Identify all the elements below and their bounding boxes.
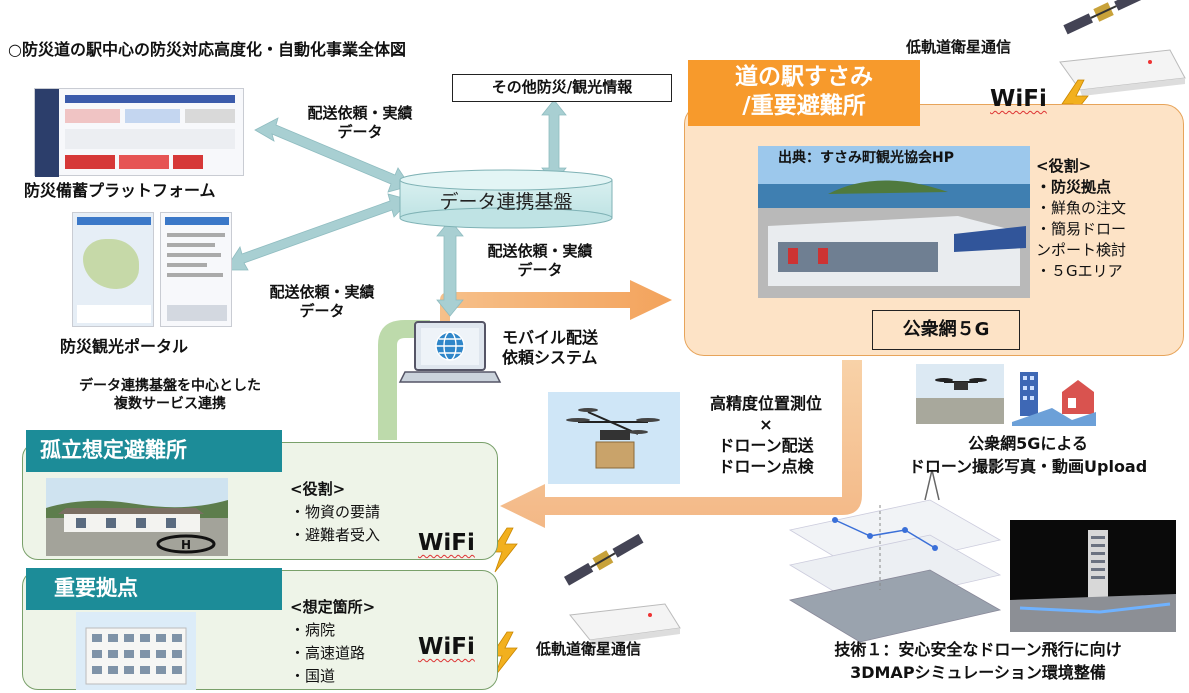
shelter-role-item: ・物資の要請 xyxy=(290,503,381,521)
photo-credit: 出典：すさみ町観光協会HP xyxy=(778,150,954,166)
platform-flow-label: 配送依頼・実績 データ xyxy=(290,104,430,142)
satellite-icon-bottom xyxy=(564,533,644,586)
portal-screenshot-map xyxy=(72,212,154,327)
mobile-flow-line2: データ xyxy=(517,260,563,279)
platform-flow-line1: 配送依頼・実績 xyxy=(307,104,413,122)
drone-center-line4: ドローン点検 xyxy=(718,457,814,476)
key-base-items: <想定箇所> ・病院 ・高速道路 ・国道 xyxy=(290,596,375,688)
green-flow-arrow xyxy=(378,320,430,440)
other-info-box: その他防災/観光情報 xyxy=(452,74,672,102)
service-note-line2: 複数サービス連携 xyxy=(114,395,226,412)
satellite-top-label: 低軌道衛星通信 xyxy=(906,38,1012,56)
key-base-tag: 重要拠点 xyxy=(26,568,282,610)
upload-line2: ドローン撮影写真・動画Upload xyxy=(908,457,1148,476)
hospital-photo xyxy=(76,612,196,690)
michi-no-eki-tag: 道の駅すさみ /重要避難所 xyxy=(688,60,920,126)
key-base-header: <想定箇所> xyxy=(290,598,376,616)
mobile-flow-label: 配送依頼・実績 データ xyxy=(470,242,610,280)
upload-text: 公衆網5Gによる ドローン撮影写真・動画Upload xyxy=(870,432,1186,478)
upload-line1: 公衆網5Gによる xyxy=(968,434,1088,453)
satellite-icon-top xyxy=(1063,0,1146,35)
station-roles: <役割> ・防災拠点 ・鮮魚の注文 ・簡易ドロー ンポート検討 ・５Gエリア xyxy=(1036,156,1182,282)
page-title: ○防災道の駅中心の防災対応高度化・自動化事業全体図 xyxy=(8,40,406,59)
router-icon-top xyxy=(1059,49,1186,96)
orange-flow-arrow-to-shelter xyxy=(500,360,862,528)
portal-label: 防災観光ポータル xyxy=(60,337,189,356)
drone-delivery-photo xyxy=(548,392,680,484)
tech-line1: 技術１：安心安全なドローン飛行に向け xyxy=(834,640,1122,659)
satellite-bottom-label: 低軌道衛星通信 xyxy=(536,640,642,658)
router-icon-bottom xyxy=(569,603,681,646)
drone-center-line3: ドローン配送 xyxy=(718,436,814,455)
mobile-system-line2: 依頼システム xyxy=(502,348,598,367)
laptop-icon xyxy=(398,321,502,383)
service-note: データ連携基盤を中心とした 複数サービス連携 xyxy=(40,378,300,413)
drone-photo-upload xyxy=(916,364,1004,424)
mobile-system-label: モバイル配送 依頼システム xyxy=(502,328,598,368)
michi-no-eki-tag-line1: 道の駅すさみ xyxy=(735,64,873,90)
station-role-item: ・鮮魚の注文 xyxy=(1036,199,1127,217)
service-note-line1: データ連携基盤を中心とした xyxy=(79,378,261,394)
station-role-item: ・防災拠点 xyxy=(1036,178,1112,196)
drone-center-line2: × xyxy=(759,415,773,434)
platform-screenshot xyxy=(34,88,244,177)
key-base-item: ・国道 xyxy=(290,667,336,685)
portal-flow-line2: データ xyxy=(299,301,345,320)
simulation-photo xyxy=(1010,520,1176,632)
wifi-label-shelter: WiFi xyxy=(418,530,475,556)
shelter-photo: H xyxy=(46,478,228,556)
station-role-item: ・簡易ドロー xyxy=(1036,220,1127,238)
tech-text: 技術１：安心安全なドローン飛行に向け 3DMAPシミュレーション環境整備 xyxy=(772,638,1184,684)
michi-no-eki-tag-line2: /重要避難所 xyxy=(742,92,866,119)
public-5g-box: 公衆網５G xyxy=(872,310,1020,350)
mobile-system-line1: モバイル配送 xyxy=(502,328,599,347)
svg-text:H: H xyxy=(181,538,191,552)
station-role-item: ・５Gエリア xyxy=(1036,262,1123,280)
station-photo xyxy=(758,146,1030,298)
cyan-arrows xyxy=(224,99,567,317)
platform-flow-line2: データ xyxy=(337,122,383,141)
tech-line2: 3DMAPシミュレーション環境整備 xyxy=(850,663,1106,682)
orange-flow-arrow-to-station xyxy=(440,280,672,330)
key-base-item: ・病院 xyxy=(290,621,336,639)
portal-flow-line1: 配送依頼・実績 xyxy=(269,283,375,301)
drone-center-text: 高精度位置測位 × ドローン配送 ドローン点検 xyxy=(678,393,854,477)
data-hub-label: データ連携基盤 xyxy=(439,191,573,213)
isolated-shelter-tag: 孤立想定避難所 xyxy=(26,430,282,472)
portal-flow-label: 配送依頼・実績 データ xyxy=(252,283,392,321)
wifi-label-top: WiFi xyxy=(990,86,1047,112)
station-role-header: <役割> xyxy=(1036,157,1092,175)
platform-label: 防災備蓄プラットフォーム xyxy=(24,181,216,200)
shelter-roles: <役割> ・物資の要請 ・避難者受入 xyxy=(290,478,380,547)
portal-screenshot-list xyxy=(160,212,232,327)
building-upload-icon xyxy=(1012,364,1096,426)
shelter-role-item: ・避難者受入 xyxy=(290,526,381,544)
wifi-label-base: WiFi xyxy=(418,634,475,660)
station-role-item: ンポート検討 xyxy=(1036,241,1127,259)
key-base-item: ・高速道路 xyxy=(290,644,366,662)
3dmap-layers-diagram xyxy=(788,469,1002,643)
data-hub-cylinder xyxy=(399,169,613,229)
drone-center-line1: 高精度位置測位 xyxy=(709,394,822,413)
shelter-role-header: <役割> xyxy=(290,480,346,498)
mobile-flow-line1: 配送依頼・実績 xyxy=(487,242,593,260)
